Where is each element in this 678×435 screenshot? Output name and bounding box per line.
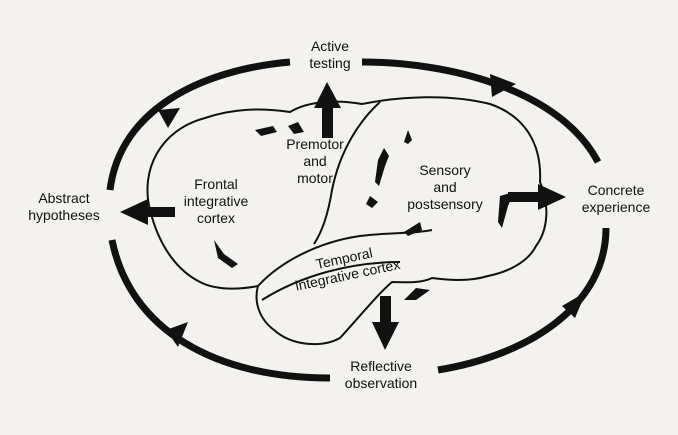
arc-abstract-to-active [106,58,291,191]
arrowhead-top-right [490,74,516,97]
arrow-up-head [314,82,341,108]
label-frontal-integrative-cortex: Frontal integrative cortex [183,176,249,226]
label-active-testing: Active testing [309,38,351,71]
arrow-down-shaft [380,296,391,326]
label-reflective-observation: Reflective observation [344,358,418,391]
arc-concrete-to-reflective [437,227,610,374]
label-premotor-motor: Premotor and motor [286,136,344,186]
label-sensory-postsensory: Sensory and postsensory [407,162,483,212]
arrowhead-bottom-left [166,322,188,347]
label-abstract-hypotheses: Abstract hypotheses [28,190,100,223]
inner-arrows [120,82,566,350]
central-sulcus [313,101,381,245]
arc-arrowheads [158,74,586,347]
arrow-right-shaft [508,192,540,202]
arrow-up-shaft [322,106,333,138]
fissure-5 [214,240,238,268]
arc-active-to-concrete [361,58,602,164]
fissure-1 [255,126,277,136]
fissure-7 [404,222,422,236]
temporal-inner-line [261,261,401,301]
brain-silhouette [146,96,548,346]
arrow-down-head [372,322,399,350]
arrowhead-bottom-right [562,292,586,318]
fissure-9 [366,196,378,208]
arrowhead-top-left [158,108,180,128]
arrow-right-head [538,184,566,210]
fissure-4 [404,130,412,144]
arrow-left-head [120,199,148,225]
label-concrete-experience: Concrete experience [581,182,651,215]
arrow-left-shaft [145,207,175,217]
fissure-2 [288,122,304,134]
fissure-3 [375,148,389,186]
fissure-8 [404,288,430,300]
arc-reflective-to-abstract [108,239,331,382]
